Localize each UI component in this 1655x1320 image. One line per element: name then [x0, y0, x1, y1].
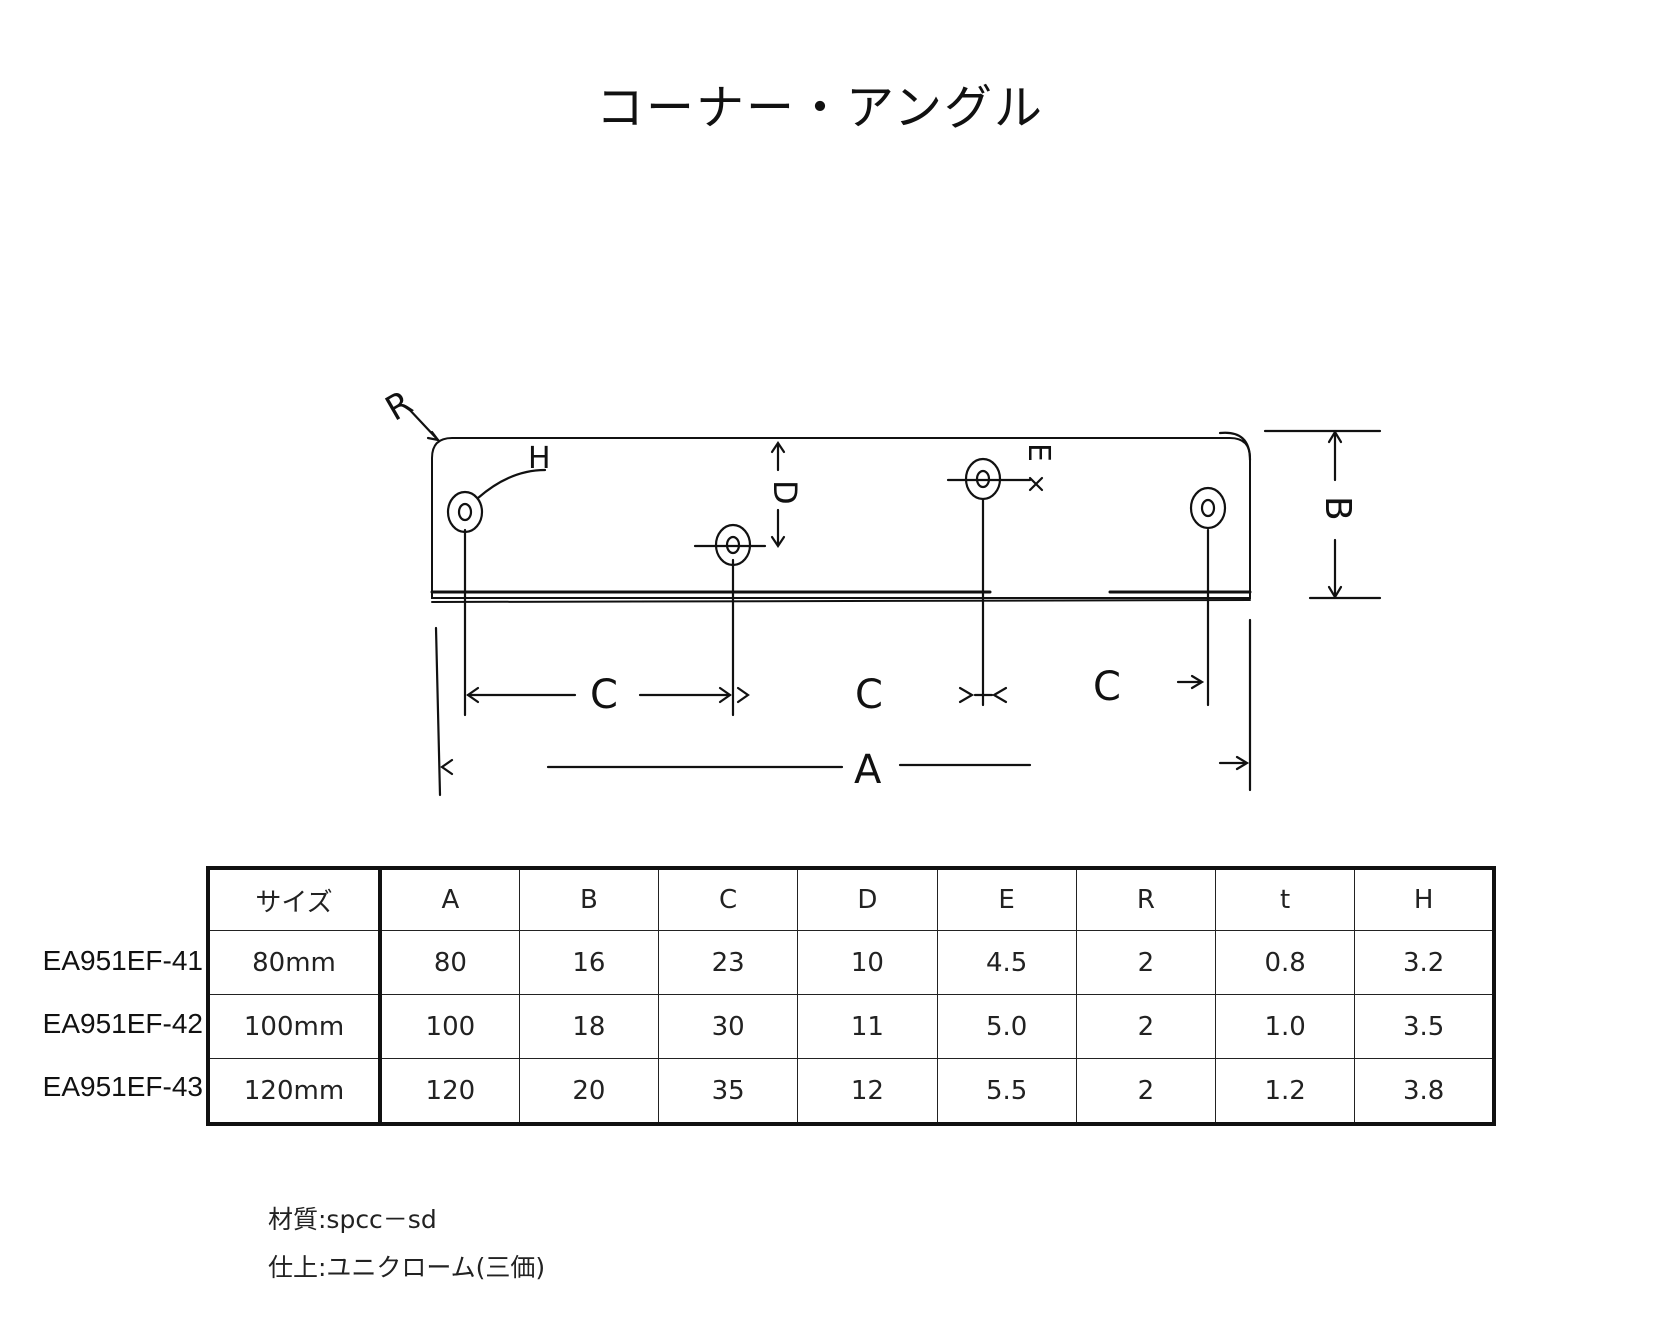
header-h: H	[1354, 867, 1495, 931]
cell-d: 11	[797, 994, 938, 1059]
label-e: E	[1021, 443, 1056, 462]
cell-r: 2	[1075, 1058, 1217, 1125]
cell-t: 1.2	[1214, 1058, 1356, 1125]
header-size: サイズ	[207, 867, 382, 931]
table-header-row: サイズ A B C D E R t H	[207, 867, 1495, 931]
cell-b: 16	[518, 930, 660, 995]
header-d: D	[797, 867, 938, 931]
cell-a: 100	[379, 994, 520, 1059]
document-title: コーナー・アングル	[595, 80, 1045, 136]
product-code: EA951EF-42	[42, 1008, 203, 1039]
plate-outline	[431, 437, 1251, 599]
label-c-3: C	[1093, 664, 1121, 710]
label-b: B	[1317, 496, 1358, 521]
notes: 材質:spcc－sd 仕上:ユニクローム(三価)	[268, 1196, 545, 1292]
material-note: 材質:spcc－sd	[268, 1205, 437, 1234]
product-code-list: EA951EF-41 EA951EF-42 EA951EF-43	[8, 929, 203, 1118]
cell-t: 0.8	[1214, 930, 1356, 995]
cell-c: 35	[657, 1058, 799, 1125]
spec-table: サイズ A B C D E R t H 80mm 80 16 23 10 4.5…	[206, 866, 1496, 1126]
header-c: C	[657, 867, 799, 931]
cell-b: 20	[518, 1058, 660, 1125]
finish-note: 仕上:ユニクローム(三価)	[268, 1253, 546, 1282]
cell-e: 5.5	[936, 1058, 1077, 1125]
label-c-2: C	[855, 672, 883, 718]
cell-c: 30	[657, 994, 799, 1059]
cell-size: 120mm	[207, 1058, 382, 1125]
cell-b: 18	[518, 994, 660, 1059]
cell-t: 1.0	[1214, 994, 1356, 1059]
corner-angle-drawing: R H D E B C C C A	[379, 383, 1382, 797]
cell-r: 2	[1075, 994, 1217, 1059]
cell-size: 100mm	[207, 994, 382, 1059]
label-r: R	[379, 383, 419, 429]
cell-size: 80mm	[207, 930, 382, 995]
label-d: D	[766, 480, 804, 505]
header-r: R	[1075, 867, 1217, 931]
cell-d: 12	[797, 1058, 938, 1125]
table-row: 100mm 100 18 30 11 5.0 2 1.0 3.5	[207, 994, 1495, 1059]
cell-r: 2	[1075, 930, 1217, 995]
cell-c: 23	[657, 930, 799, 995]
table-row: 120mm 120 20 35 12 5.5 2 1.2 3.8	[207, 1058, 1495, 1125]
header-b: B	[518, 867, 660, 931]
header-e: E	[936, 867, 1077, 931]
cell-e: 4.5	[936, 930, 1077, 995]
hole-4	[1189, 486, 1227, 530]
label-a: A	[854, 747, 882, 793]
cell-h: 3.5	[1354, 994, 1495, 1059]
cell-a: 80	[379, 930, 520, 995]
header-a: A	[379, 867, 520, 931]
product-code: EA951EF-43	[42, 1071, 203, 1102]
cell-e: 5.0	[936, 994, 1077, 1059]
label-c-1: C	[590, 672, 618, 718]
cell-h: 3.8	[1354, 1058, 1495, 1125]
product-code: EA951EF-41	[42, 945, 203, 976]
table-row: 80mm 80 16 23 10 4.5 2 0.8 3.2	[207, 930, 1495, 995]
label-h: H	[528, 441, 551, 476]
cell-d: 10	[797, 930, 938, 995]
cell-a: 120	[379, 1058, 520, 1125]
header-t: t	[1214, 867, 1356, 931]
cell-h: 3.2	[1354, 930, 1495, 995]
